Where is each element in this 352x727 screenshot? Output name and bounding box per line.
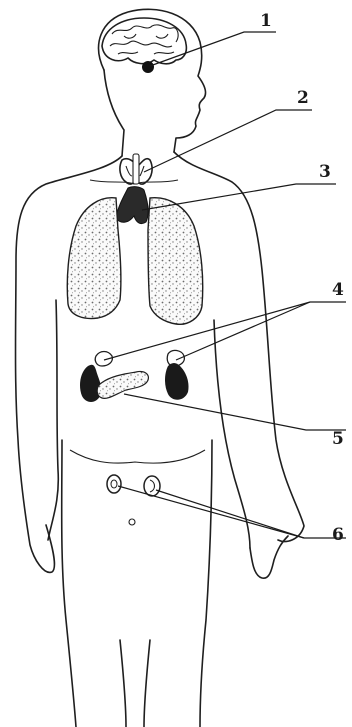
label-5: 5 [332,429,344,449]
right-kidney-adrenal [165,350,189,399]
thymus-gland [116,187,148,224]
left-gonad [107,475,121,493]
brain-folds [110,25,178,54]
leader-6b [156,490,304,538]
thyroid-gland [120,154,152,184]
label-6: 6 [332,525,344,545]
label-4: 4 [332,280,344,300]
leader-5 [124,394,346,430]
right-gonad [144,476,160,496]
label-2: 2 [297,88,309,108]
pancreas [97,371,148,398]
label-3: 3 [319,162,331,182]
left-arm-inner [48,300,58,540]
pelvis-line [70,450,205,463]
left-lung [67,198,121,319]
inner-legs [120,640,150,727]
label-1: 1 [260,11,272,31]
right-torso-outline [174,152,304,541]
right-lung [148,198,203,325]
leader-4a [104,302,346,360]
back-of-head [104,70,124,156]
left-leg-outline [62,440,76,727]
pituitary-gland [142,61,154,73]
right-hand [250,536,288,578]
right-leg-outline [200,440,212,727]
navel [129,519,135,525]
head-outline [99,9,206,152]
leader-1 [150,32,276,66]
leader-2 [144,110,312,172]
